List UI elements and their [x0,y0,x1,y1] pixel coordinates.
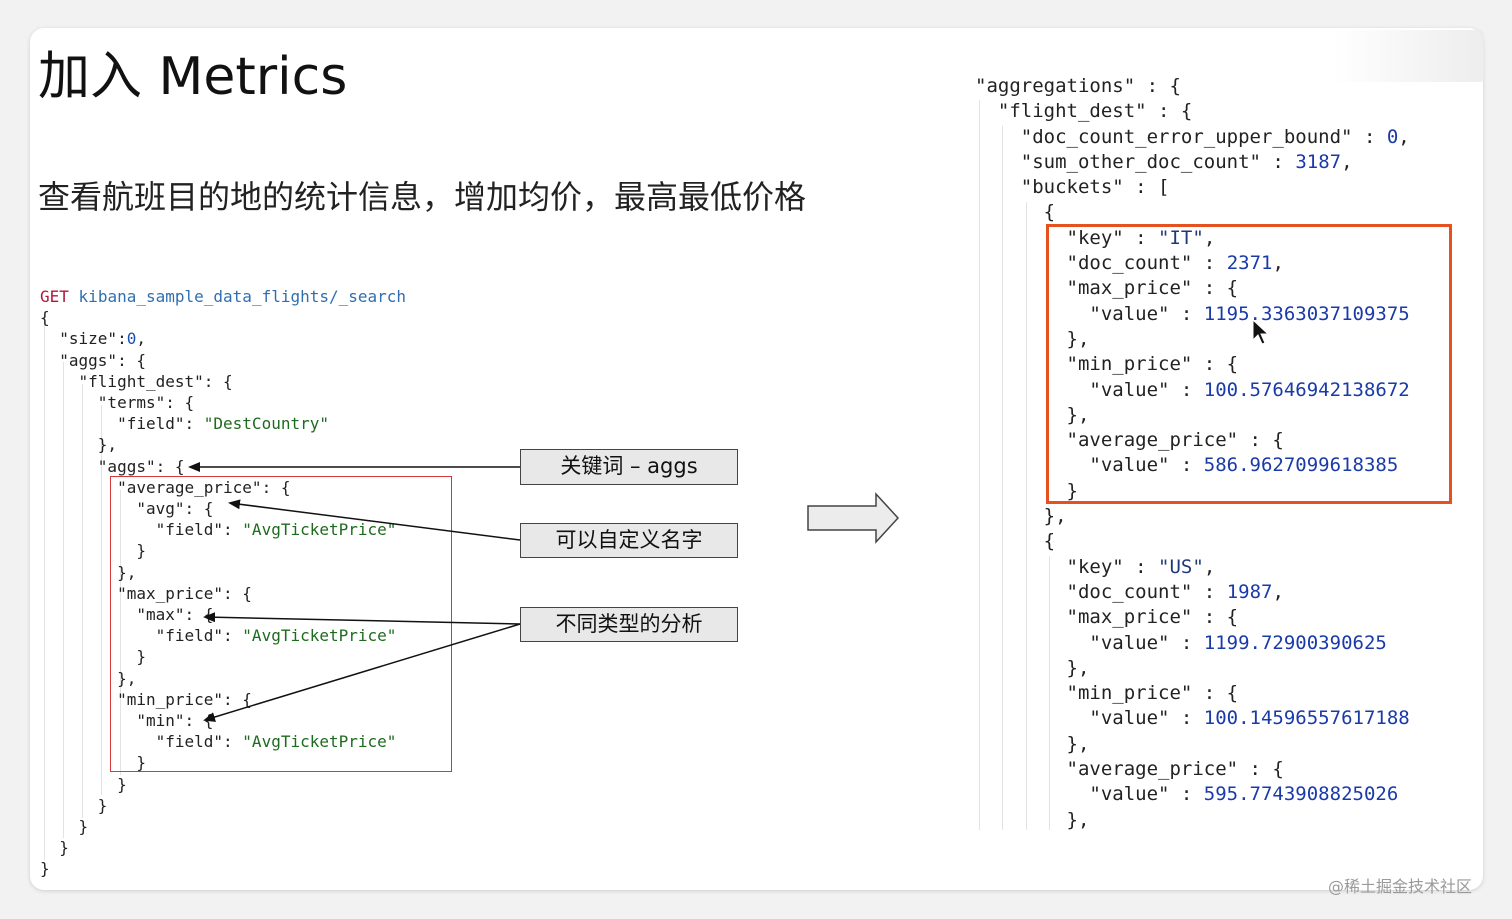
response-code-line: "doc_count_error_upper_bound" : 0, [1020,125,1410,148]
slide-title: 加入 Metrics [38,47,348,107]
response-code-line: "value" : 1195.3363037109375 [1089,302,1410,325]
response-code-line: } [975,479,1078,502]
mouse-cursor-icon [1252,318,1270,345]
request-code-line: } [40,838,69,858]
response-code-line: "doc_count" : 1987, [1066,580,1284,603]
response-code-line: "value" : 1199.72900390625 [1089,631,1387,654]
request-code-line: "size":0, [59,329,146,349]
indent-guide [82,384,83,818]
request-code-line: "flight_dest": { [78,371,233,391]
request-code-line: "field": "AvgTicketPrice" [155,732,397,752]
indent-guide [1026,202,1027,830]
request-code-line: "max_price": { [117,583,252,603]
indent-guide [1002,126,1003,830]
response-code-line: "average_price" : { [1066,429,1284,452]
response-code-line: "average_price" : { [1066,758,1284,781]
response-code-line: "key" : "IT", [1066,226,1216,249]
response-code-line: }, [975,403,1090,426]
request-code-line: "aggs": { [97,456,185,476]
response-code-line: "doc_count" : 2371, [1066,252,1284,275]
response-code-line: { [975,201,1056,224]
request-method: GET [40,287,69,306]
callout-analysis-types: 不同类型的分析 [520,607,738,642]
response-code-line: "max_price" : { [1066,606,1239,629]
request-code-line: "terms": { [97,393,195,413]
request-code-line: }, [40,562,137,582]
request-path: kibana_sample_data_flights/_search [78,287,407,306]
slide-canvas [30,28,1483,890]
request-code-line: } [40,541,146,561]
right-arrow-icon [807,492,900,544]
response-code-line: "min_price" : { [1066,682,1239,705]
response-code-line: }, [975,732,1090,755]
indent-guide [44,320,45,860]
request-code-line: "min_price": { [117,689,252,709]
response-code-line: "min_price" : { [1066,353,1239,376]
response-code-line: "max_price" : { [1066,277,1239,300]
indent-guide [979,100,980,830]
request-code-line: } [40,647,146,667]
request-code-line: "aggs": { [59,350,146,370]
request-code-line: } [40,817,89,837]
request-line-method: GET kibana_sample_data_flights/_search [40,286,406,307]
indent-guide [1049,556,1050,830]
arrow-to-max [203,612,521,625]
response-code-line: }, [975,327,1090,350]
indent-guide [120,490,121,775]
response-code-line: }, [975,808,1090,831]
request-code-line: }, [40,435,118,455]
response-code-line: "value" : 100.14596557617188 [1089,707,1410,730]
slide-subtitle: 查看航班目的地的统计信息，增加均价，最高最低价格 [38,178,807,216]
response-code-line: { [975,530,1056,553]
indent-guide [63,362,64,838]
request-code-line: } [40,859,50,879]
request-code-line: } [40,795,108,815]
response-code-line: "aggregations" : { [975,75,1181,97]
arrow-to-min [203,623,521,722]
response-code-line: "value" : 586.9627099618385 [1089,454,1399,477]
request-code-line: "field": "AvgTicketPrice" [155,626,397,646]
indent-guide [101,405,102,795]
response-bucket-highlight [1046,224,1452,504]
response-code-line: "sum_other_doc_count" : 3187, [1020,150,1353,173]
response-code: "aggregations" : { "flight_dest" : { "do… [975,74,1410,833]
response-code-line: "key" : "US", [1066,555,1216,578]
arrow-to-avg [228,499,521,541]
request-code: GET kibana_sample_data_flights/_search{ … [40,286,406,880]
watermark: @稀土掘金技术社区 [1328,877,1473,896]
callout-custom-name: 可以自定义名字 [520,523,738,558]
request-code-line: "field": "AvgTicketPrice" [155,520,397,540]
request-code-line: } [40,774,127,794]
request-code-line: }, [40,668,137,688]
response-code-line: }, [975,656,1090,679]
request-code-line: } [40,753,146,773]
response-code-line: "buckets" : [ [1020,176,1170,199]
request-code-line: "average_price": { [117,477,291,497]
request-code-line: "avg": { [136,499,214,519]
callout-keyword-aggs: 关键词 – aggs [520,449,738,485]
request-sub-aggs-highlight [110,476,452,772]
response-code-line: "flight_dest" : { [997,100,1193,123]
response-code-line: "value" : 100.57646942138672 [1089,378,1410,401]
response-code-line: }, [975,505,1067,528]
response-code-line: "value" : 595.7743908825026 [1089,783,1399,806]
top-right-fade [1332,30,1484,82]
request-code-line: { [40,308,50,328]
request-code-line: "field": "DestCountry" [117,414,329,434]
